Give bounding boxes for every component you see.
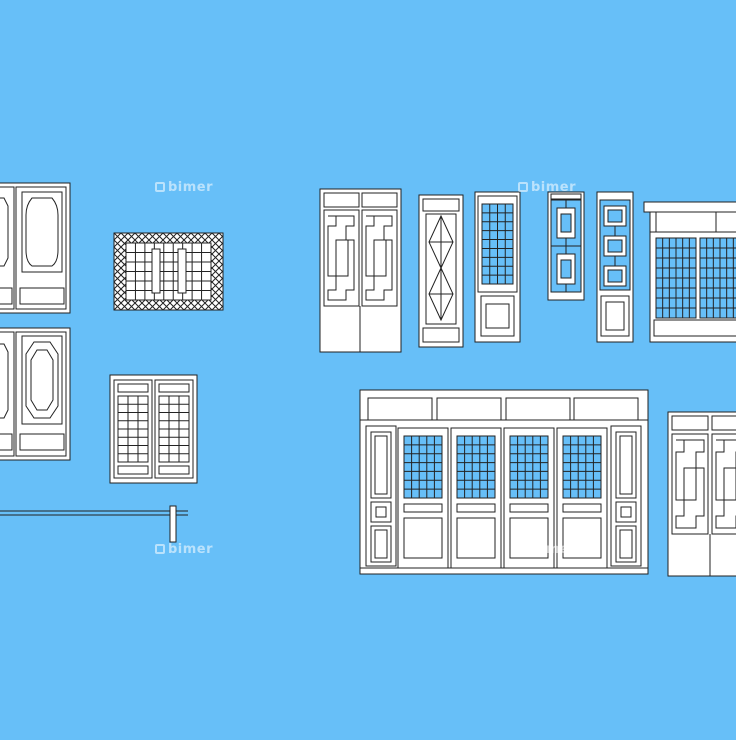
logo-icon [155, 182, 165, 192]
logo-icon [518, 544, 528, 554]
watermark-bottom-right: bimer [518, 542, 576, 557]
window-panel-square-fret [547, 191, 585, 301]
watermark-text: bimer [531, 180, 577, 195]
watermark-text: bimer [168, 542, 214, 557]
logo-icon [155, 544, 165, 554]
watermark-top-right: bimer [518, 180, 576, 195]
storefront-window-bay [643, 201, 736, 343]
double-door-oval-panel [0, 182, 71, 314]
watermark-bottom-left: bimer [155, 542, 213, 557]
facade-six-bay-doors [359, 389, 649, 575]
narrow-door-grid [474, 191, 521, 343]
double-door-fret-pattern [319, 188, 402, 353]
lattice-window-diamond-border [113, 232, 224, 311]
logo-icon [518, 182, 528, 192]
narrow-door-fret-ornament [596, 191, 634, 343]
double-door-fret-pattern-right [667, 411, 736, 577]
narrow-door-diamond [418, 194, 464, 348]
watermark-text: bimer [531, 542, 577, 557]
watermark-top-left: bimer [155, 180, 213, 195]
watermark-text: bimer [168, 180, 214, 195]
double-door-octagon-panel [0, 327, 71, 461]
casement-window-pair [109, 374, 198, 484]
rail-bracket [0, 505, 188, 543]
